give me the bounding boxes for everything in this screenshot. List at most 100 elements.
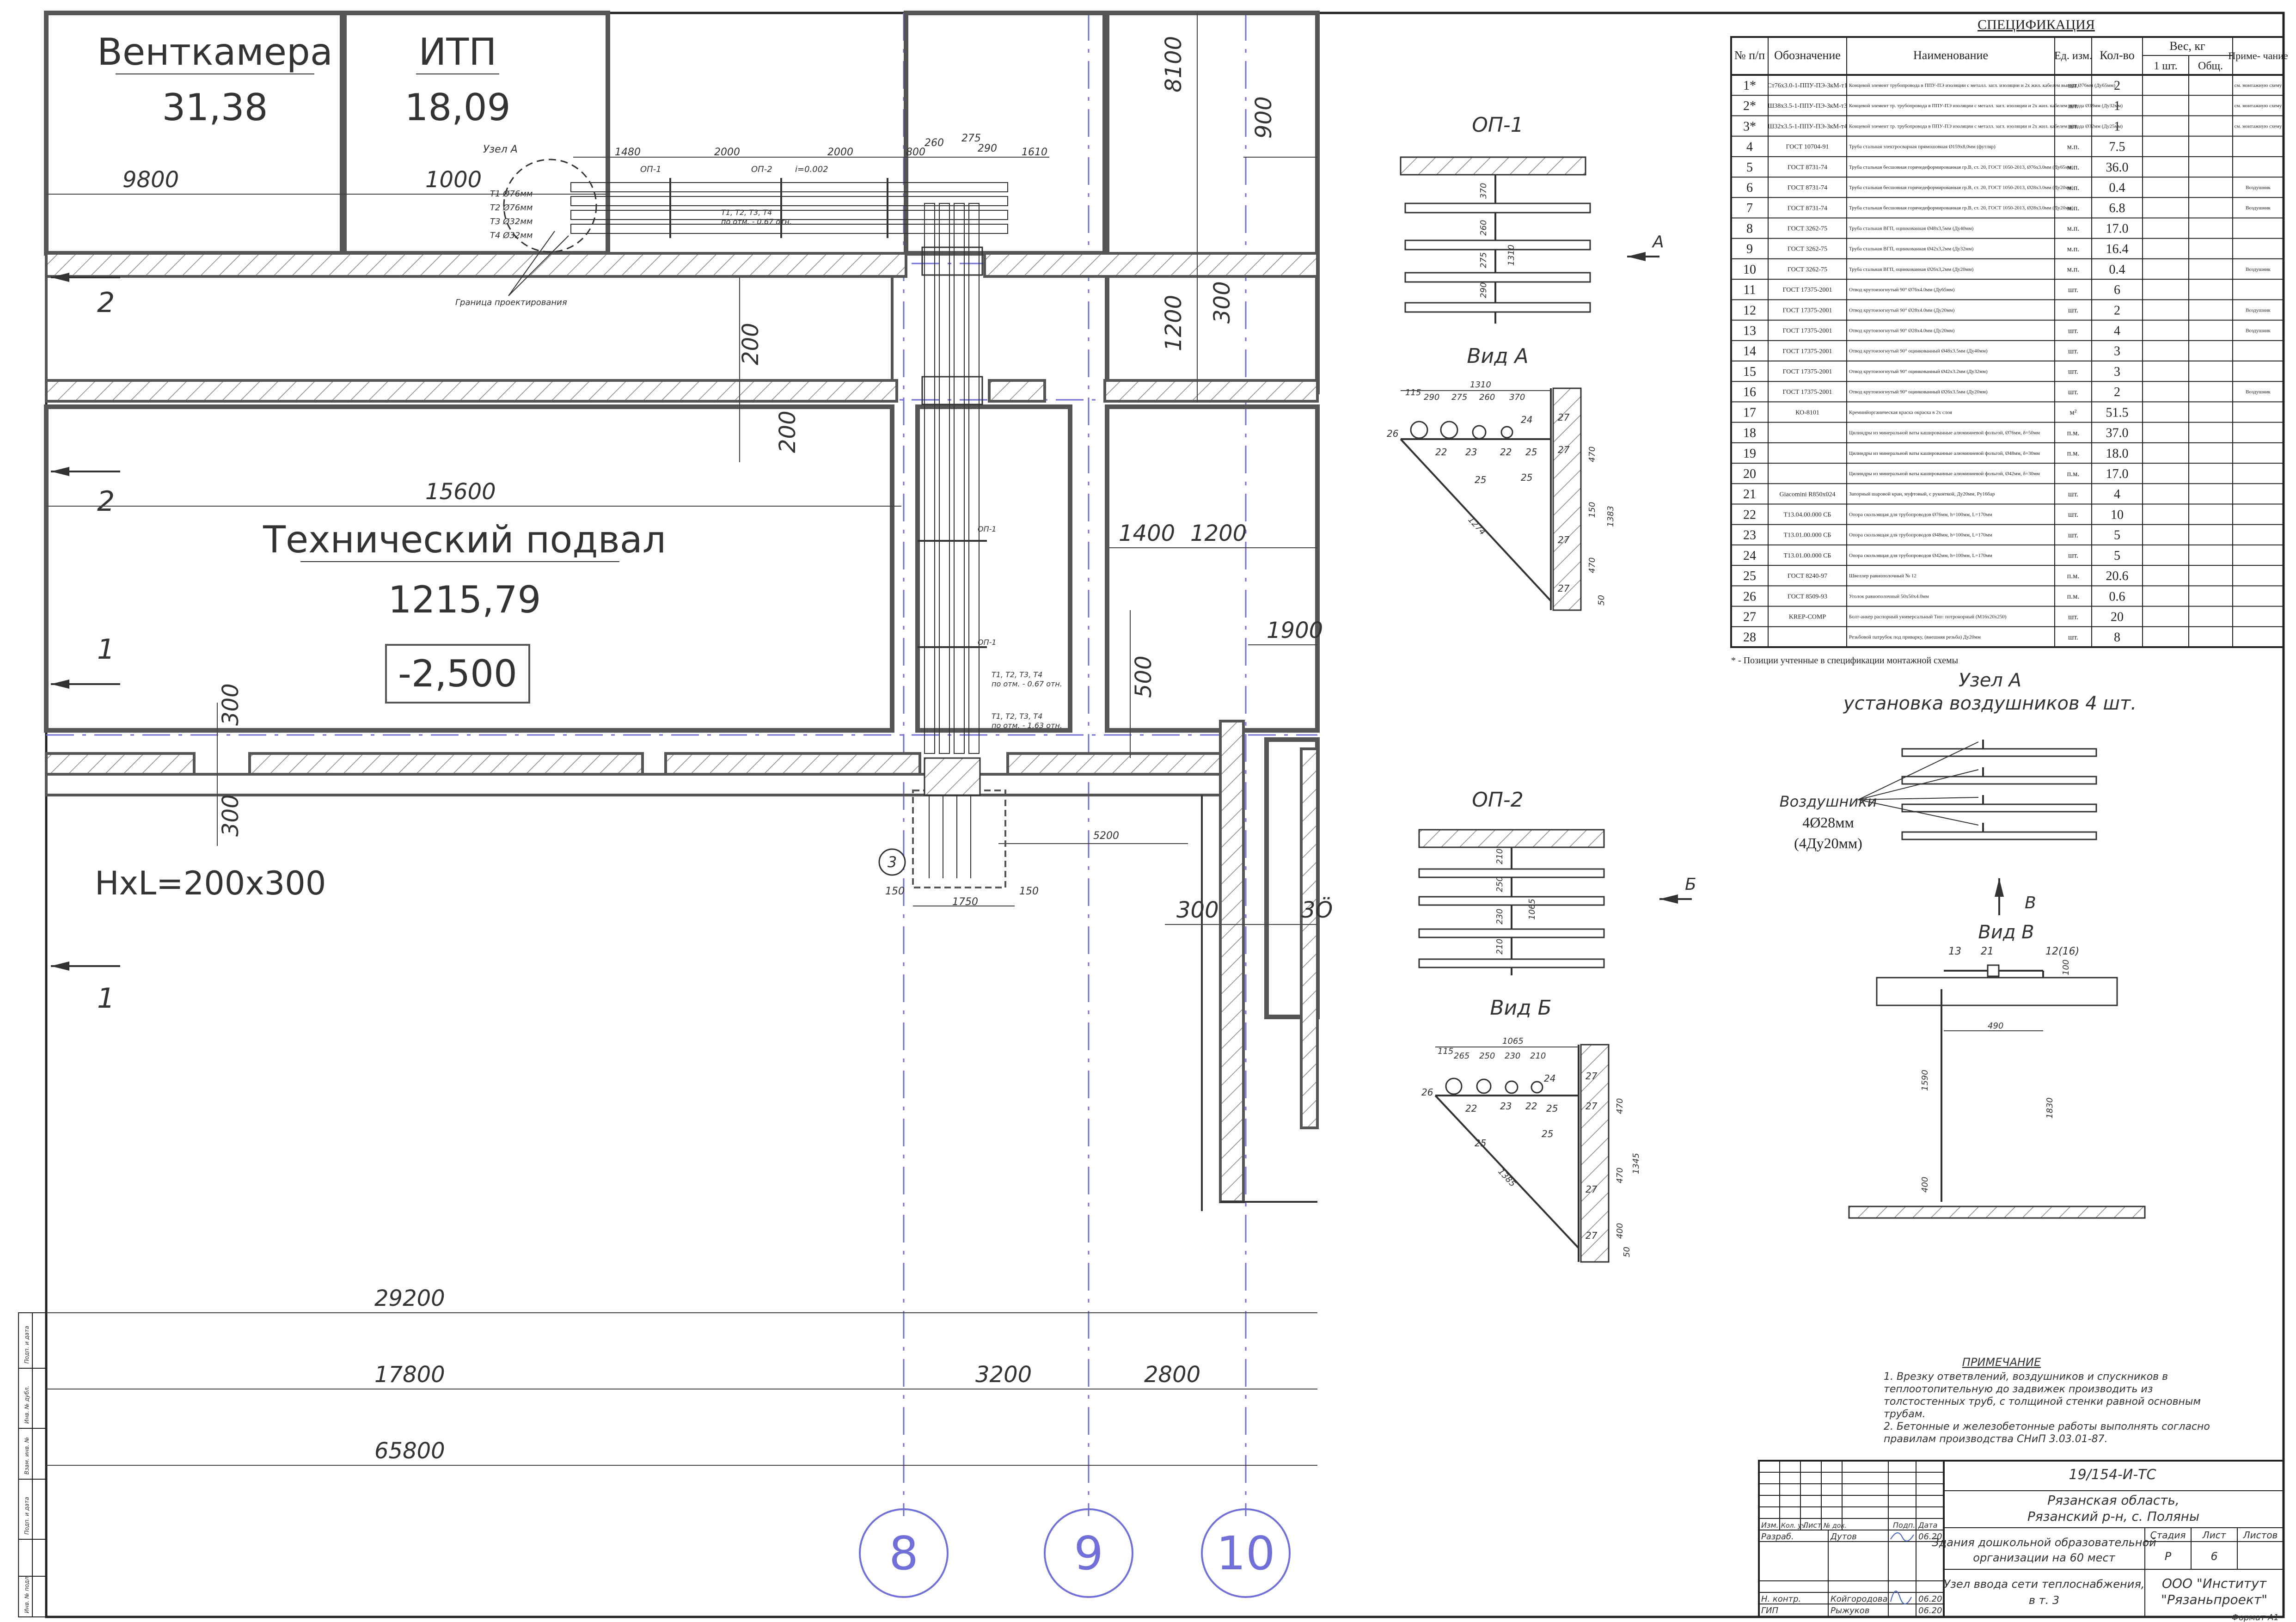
- stamp-gip-date: 06.20: [1918, 1606, 1942, 1616]
- svg-text:Воздушники: Воздушники: [1780, 793, 1877, 810]
- spec-cell-unit: шт.: [2068, 633, 2078, 641]
- svg-text:по отм. - 1.63 отн.: по отм. - 1.63 отн.: [992, 721, 1062, 730]
- wall-right-mid: [1105, 404, 1320, 733]
- node-a-subtitle: установка воздушников 4 шт.: [1843, 693, 2137, 714]
- op2-section: Б 210 250 230 210 1065: [1418, 829, 1696, 975]
- spec-cell-unit: шт.: [2068, 306, 2078, 314]
- svg-text:ОП-1: ОП-1: [978, 638, 997, 647]
- svg-text:290: 290: [1479, 282, 1488, 298]
- spec-cell-name: Отвод крутоизогнутый 90° Ø28х4.0мм (Ду20…: [1849, 328, 1955, 334]
- svg-text:26: 26: [1387, 428, 1398, 439]
- svg-text:1200: 1200: [1190, 520, 1247, 546]
- stamp-razrab-role: Разраб.: [1761, 1532, 1794, 1542]
- plan-small-notes: ОП-1 ОП-2 i=0.002 Т1, Т2, Т3, Т4 по отм.…: [640, 165, 1062, 876]
- spec-cell-num: 6: [1746, 181, 1753, 195]
- svg-text:1345: 1345: [1631, 1153, 1641, 1174]
- spec-cell-unit: м.п.: [2067, 266, 2080, 274]
- svg-text:260: 260: [925, 137, 944, 149]
- svg-text:10: 10: [1216, 1526, 1275, 1580]
- stamp-gip-role: ГИП: [1761, 1606, 1778, 1616]
- spec-cell-qty: 20: [2111, 610, 2124, 624]
- side-stamp-label: Инв. № дубл.: [24, 1386, 30, 1424]
- pipe-entry-pit: [912, 757, 1006, 888]
- spec-cell-name: Труба стальная ВГП, оцинкованная Ø42х3,2…: [1849, 246, 1974, 252]
- spec-cell-code: ГОСТ 3262-75: [1788, 226, 1827, 233]
- svg-text:300: 300: [218, 794, 244, 837]
- general-notes: ПРИМЕЧАНИЕ 1. Врезку ответвлений, воздуш…: [1884, 1356, 2210, 1445]
- svg-text:25: 25: [1525, 447, 1537, 458]
- details: ОП-1 А 370 260 275 290 1310 Вид А: [1387, 113, 2146, 1263]
- spec-cell-code: ГОСТ 17375-2001: [1782, 389, 1832, 396]
- spec-cell-name: Труба стальная бесшовная горячедеформиро…: [1849, 185, 2074, 190]
- spec-cell-name: Цилиндры из минеральной ваты кашированны…: [1849, 451, 2040, 456]
- svg-text:Т4 Ø32мм: Т4 Ø32мм: [490, 231, 533, 240]
- stamp-gip-name: Рыжуков: [1831, 1606, 1869, 1616]
- svg-text:100: 100: [2061, 960, 2071, 975]
- wall-corridor-outline: [45, 275, 894, 382]
- spec-cell-code: ГОСТ 8509-93: [1788, 593, 1827, 600]
- spec-cell-qty: 0.4: [2109, 181, 2125, 195]
- wall-vertical-3: [1300, 747, 1319, 1129]
- node-a-callout: Узел А Т1 Ø76мм Т2 Ø76мм Т3 Ø32мм Т4 Ø32…: [455, 144, 597, 307]
- svg-text:Т1, Т2, Т3, Т4: Т1, Т2, Т3, Т4: [992, 712, 1042, 721]
- spec-cell-code: ГОСТ 17375-2001: [1782, 348, 1832, 355]
- room-area-basement: 1215,79: [388, 578, 541, 621]
- svg-text:150: 150: [1019, 886, 1039, 897]
- svg-text:1000: 1000: [425, 167, 482, 193]
- spec-cell-qty: 0.4: [2109, 263, 2125, 277]
- basement-level: -2,500: [398, 652, 517, 695]
- stamp-razrab-date: 06.20: [1918, 1532, 1942, 1542]
- spec-cell-code: Giacomini R850x024: [1780, 491, 1836, 498]
- svg-text:Т3 Ø32мм: Т3 Ø32мм: [490, 217, 533, 226]
- op2-title: ОП-2: [1472, 788, 1524, 812]
- spec-cell-code: ГОСТ 8731-74: [1788, 164, 1827, 171]
- spec-h-code: Обозначение: [1774, 49, 1841, 62]
- spec-cell-name: Отвод крутоизогнутый 90° Ø76х4.0мм (Ду65…: [1849, 287, 1955, 293]
- side-stamp: Инв. № подл. Подп. и дата Взам. инв. № И…: [18, 1312, 47, 1617]
- spec-cell-note: Воздушник: [2246, 328, 2271, 334]
- svg-text:9: 9: [1074, 1526, 1103, 1580]
- svg-text:3: 3: [888, 853, 897, 871]
- spec-cell-unit: п.м.: [2067, 470, 2080, 478]
- spec-cell-num: 1*: [1743, 79, 1756, 93]
- spec-cell-qty: 6.8: [2109, 201, 2125, 215]
- stamp-h-data: Дата: [1918, 1521, 1937, 1530]
- spec-cell-note: см. монтажную схему: [2235, 123, 2282, 129]
- spec-cell-qty: 1: [2114, 119, 2120, 134]
- spec-cell-name: Уголок равнополочный 50х50х4.0мм: [1849, 594, 1929, 599]
- spec-cell-note: см. монтажную схему: [2235, 83, 2282, 88]
- spec-cell-unit: м.п.: [2067, 184, 2080, 192]
- wall-corridor-top-right: [983, 252, 1319, 278]
- spec-cell-num: 5: [1746, 160, 1753, 175]
- spec-cell-code: ГОСТ 8240-97: [1788, 573, 1827, 580]
- svg-text:470: 470: [1587, 557, 1597, 573]
- spec-cell-qty: 51.5: [2106, 405, 2129, 420]
- svg-text:23: 23: [1465, 447, 1477, 458]
- spec-cell-name: Опора скользящая для трубопроводов Ø42мм…: [1849, 553, 1992, 558]
- stamp-h-izm: Изм.: [1761, 1521, 1779, 1530]
- spec-cell-num: 27: [1743, 610, 1756, 624]
- svg-text:370: 370: [1479, 183, 1488, 199]
- spec-cell-code: Ст76х3.0-1-ППУ-ПЭ-ЗкМ-т1: [1768, 82, 1848, 89]
- spec-cell-code: KREP-COMP: [1789, 614, 1826, 621]
- specification-table: СПЕЦИФИКАЦИЯ № п/п Обозначение Наименова…: [1730, 17, 2288, 666]
- dimension-lines: 9800 1000 15600 29200 17800 3200 2800 65…: [46, 13, 1333, 1466]
- svg-text:150: 150: [1587, 502, 1597, 518]
- spec-cell-name: Запорный шаровой кран, муфтовый, с рукоя…: [1849, 491, 1995, 497]
- spec-cell-unit: шт.: [2068, 82, 2078, 90]
- svg-text:25: 25: [1475, 474, 1486, 485]
- spec-cell-unit: шт.: [2068, 368, 2078, 376]
- svg-text:1310: 1310: [1506, 245, 1516, 266]
- stamp-location-1: Рязанская область,: [2047, 1493, 2180, 1508]
- svg-text:1610: 1610: [1022, 147, 1047, 158]
- svg-text:1065: 1065: [1502, 1036, 1524, 1046]
- wall-corridor-bottom: [45, 379, 898, 403]
- spec-cell-name: Труба стальная ВГП, оцинкованная Ø26х3,2…: [1849, 267, 1974, 272]
- spec-cell-code: Т13.01.00.000 СБ: [1784, 552, 1831, 559]
